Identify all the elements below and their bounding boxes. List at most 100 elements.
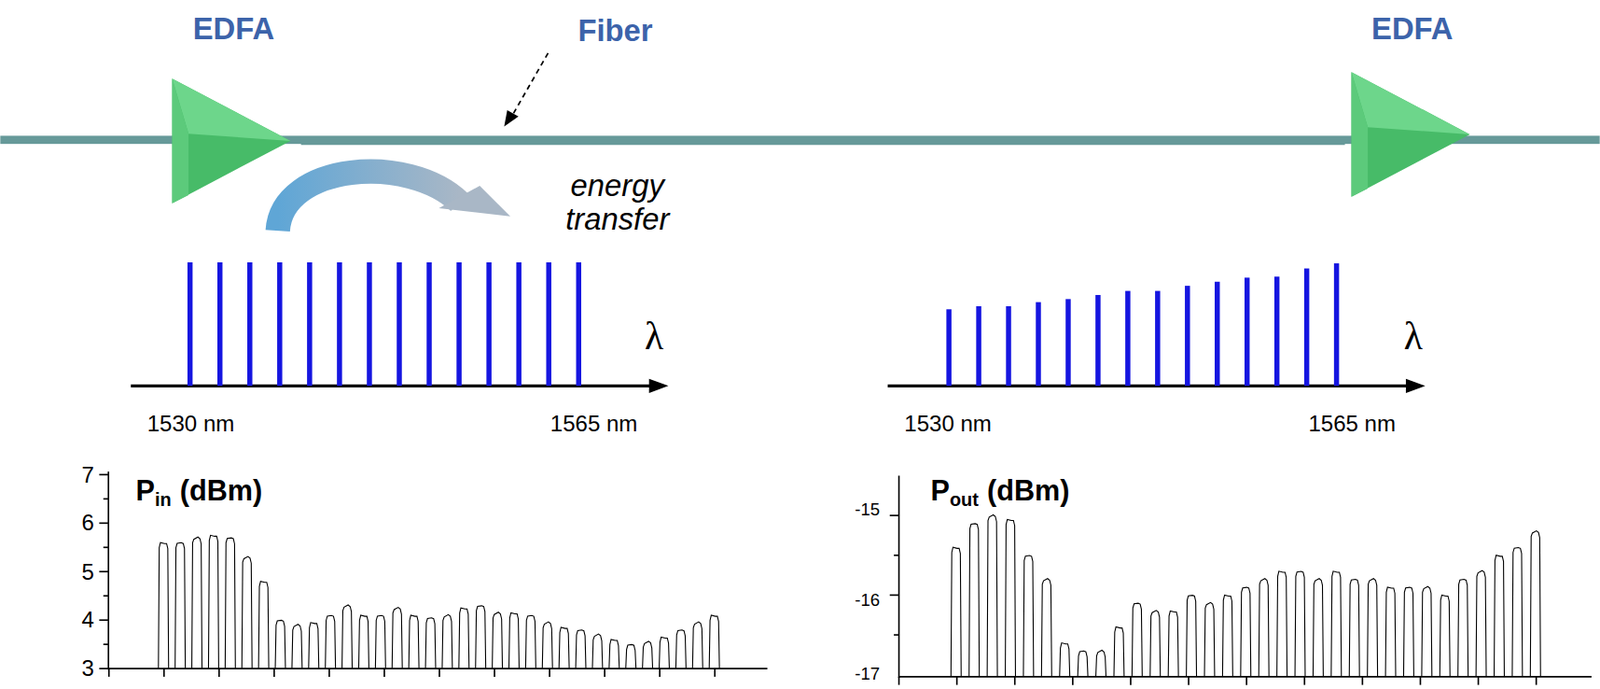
axis-title-part: (dBm) <box>987 473 1070 506</box>
channel-bar <box>1005 306 1011 386</box>
channel-bar <box>366 262 372 386</box>
tick <box>103 498 109 501</box>
channel-bars <box>187 262 582 386</box>
subscript: in <box>154 488 172 510</box>
text-label: 1530 nm <box>147 411 236 436</box>
tick-label: 7 <box>81 461 94 487</box>
tick <box>108 667 111 677</box>
channel-bar <box>1065 298 1071 386</box>
triangle-body <box>172 78 292 203</box>
tick <box>893 554 899 557</box>
channel-bar <box>217 262 223 386</box>
channel-bar <box>306 262 312 386</box>
axis-title-part: P <box>135 473 154 506</box>
tick <box>1535 676 1538 685</box>
tick <box>438 667 441 677</box>
triangle-facet <box>172 78 292 141</box>
tick-label: 6 <box>81 510 94 535</box>
text-label: 1565 nm <box>550 411 639 436</box>
tick <box>1362 676 1364 685</box>
channel-bar <box>277 262 282 386</box>
tick <box>98 522 109 525</box>
tick-label: -15 <box>854 500 880 519</box>
spectrum-axis <box>130 378 1425 393</box>
tick <box>1477 676 1480 685</box>
tick <box>890 514 900 516</box>
axis-title-part: (dBm) <box>180 473 263 506</box>
leader-line <box>512 53 548 116</box>
channel-bar <box>187 262 193 386</box>
energy-arrow-head <box>438 185 511 217</box>
channel-bar <box>1304 268 1309 387</box>
channel-bar <box>515 262 521 386</box>
channel-bar <box>1095 294 1100 386</box>
tick <box>103 594 109 597</box>
chart-axes <box>108 471 1592 678</box>
channel-bar <box>1334 263 1339 386</box>
channel-bar <box>975 306 981 386</box>
text-label: Fiber <box>577 13 653 48</box>
channel-bar <box>1035 302 1041 387</box>
triangle-facet <box>1350 72 1470 136</box>
tick-label: -17 <box>854 664 880 683</box>
axis-title-part: P <box>931 473 950 506</box>
amplifier-triangle <box>166 76 301 206</box>
tick <box>103 642 109 645</box>
fiber-connector <box>301 137 1346 146</box>
subscript: out <box>949 488 979 510</box>
text-label: energy transfer <box>541 167 695 236</box>
axis-symbol: λ <box>644 315 664 359</box>
channel-bar <box>426 262 432 386</box>
tick <box>218 667 221 677</box>
tick <box>548 667 551 677</box>
text-label: 1565 nm <box>1307 411 1396 436</box>
amplifier-triangle <box>1345 69 1480 199</box>
tick-label: 5 <box>81 558 94 584</box>
channel-bar <box>1184 285 1190 386</box>
tick-label: -16 <box>854 590 880 610</box>
tick <box>898 676 901 685</box>
tick <box>713 667 716 677</box>
channel-bar <box>576 262 582 386</box>
tick <box>273 667 276 677</box>
axis-title: Pout (dBm) <box>931 474 1071 511</box>
tick <box>383 667 386 677</box>
channel-bars <box>946 263 1339 386</box>
tick <box>1071 676 1074 685</box>
tick <box>1419 676 1422 685</box>
channel-bar <box>1214 281 1220 387</box>
amplifier-node: EDFA <box>166 12 301 205</box>
tick <box>98 667 109 669</box>
spectrum-trace <box>950 514 1541 676</box>
channel-bar <box>247 262 252 386</box>
triangle-edge <box>172 78 190 203</box>
triangle-edge <box>1350 72 1368 197</box>
channel-bar <box>946 308 951 386</box>
tick <box>163 667 166 677</box>
channel-bar <box>396 262 402 386</box>
channel-bar <box>1274 276 1280 386</box>
tick <box>1245 676 1248 685</box>
axis-title: Pin (dBm) <box>135 474 263 511</box>
channel-bar <box>486 262 491 386</box>
tick <box>1187 676 1190 685</box>
tick <box>98 618 109 621</box>
tick <box>493 667 496 677</box>
amplifier-label: EDFA <box>1345 12 1480 46</box>
channel-bar <box>1125 291 1130 387</box>
tick <box>658 667 661 677</box>
tick <box>1129 676 1132 685</box>
text-label: 1530 nm <box>904 411 992 436</box>
channel-bar <box>1244 277 1250 386</box>
leader-head <box>503 110 518 126</box>
tick-label: 4 <box>81 607 94 632</box>
tick <box>1014 676 1016 685</box>
tick <box>956 676 959 685</box>
tick <box>893 633 899 636</box>
channel-bar <box>336 262 342 386</box>
tick <box>98 473 109 476</box>
tick <box>890 594 900 597</box>
tick <box>98 570 109 572</box>
tick-label: 3 <box>81 655 94 681</box>
